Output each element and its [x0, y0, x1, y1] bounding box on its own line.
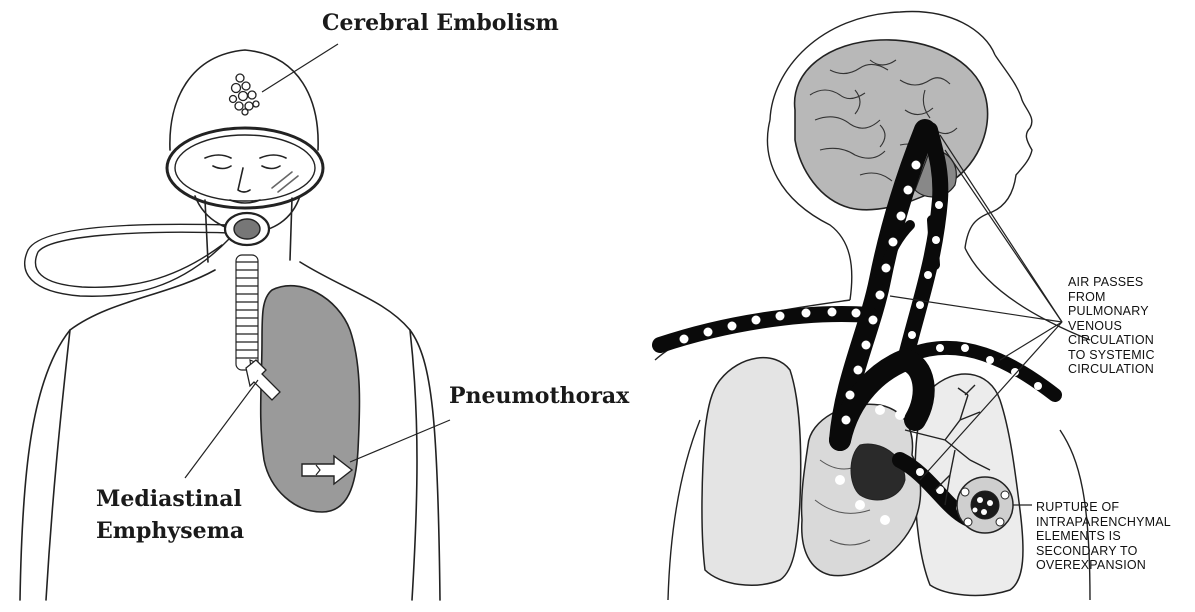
rupture-line: OVEREXPANSION — [1036, 558, 1171, 573]
label-pneumothorax: Pneumothorax — [449, 383, 629, 409]
rupture-line: INTRAPARENCHYMAL — [1036, 515, 1171, 530]
ruptured-alveolus — [957, 477, 1013, 533]
artery-left-arm — [660, 314, 870, 345]
rupture-line: ELEMENTS IS — [1036, 529, 1171, 544]
diving-mask-inner — [175, 135, 315, 201]
regulator-mouthpiece — [225, 213, 269, 245]
heart — [802, 404, 921, 575]
cerebral-air-bubbles — [230, 74, 260, 115]
air-passes-line: FROM — [1068, 290, 1155, 305]
label-rupture: RUPTURE OF INTRAPARENCHYMAL ELEMENTS IS … — [1036, 500, 1171, 573]
label-emphysema: Emphysema — [96, 518, 244, 544]
brain — [795, 40, 988, 210]
rupture-line: RUPTURE OF — [1036, 500, 1171, 515]
air-passes-line: AIR PASSES — [1068, 275, 1155, 290]
label-air-passes: AIR PASSES FROM PULMONARY VENOUS CIRCULA… — [1068, 275, 1155, 377]
air-passes-line: TO SYSTEMIC — [1068, 348, 1155, 363]
rupture-line: SECONDARY TO — [1036, 544, 1171, 559]
torso-left — [668, 420, 700, 600]
diver-face — [205, 155, 286, 203]
label-cerebral-embolism: Cerebral Embolism — [322, 10, 559, 36]
collapsed-lung — [261, 286, 360, 512]
lung-left — [702, 358, 801, 586]
mask-glare — [272, 172, 298, 192]
regulator-hose-inner — [35, 232, 230, 287]
diver-arm-right — [410, 330, 417, 600]
air-passes-line: VENOUS — [1068, 319, 1155, 334]
air-passes-line: CIRCULATION — [1068, 362, 1155, 377]
diver-arm-left — [46, 330, 70, 600]
air-passes-line: CIRCULATION — [1068, 333, 1155, 348]
label-mediastinal: Mediastinal — [96, 486, 242, 512]
air-passes-line: PULMONARY — [1068, 304, 1155, 319]
